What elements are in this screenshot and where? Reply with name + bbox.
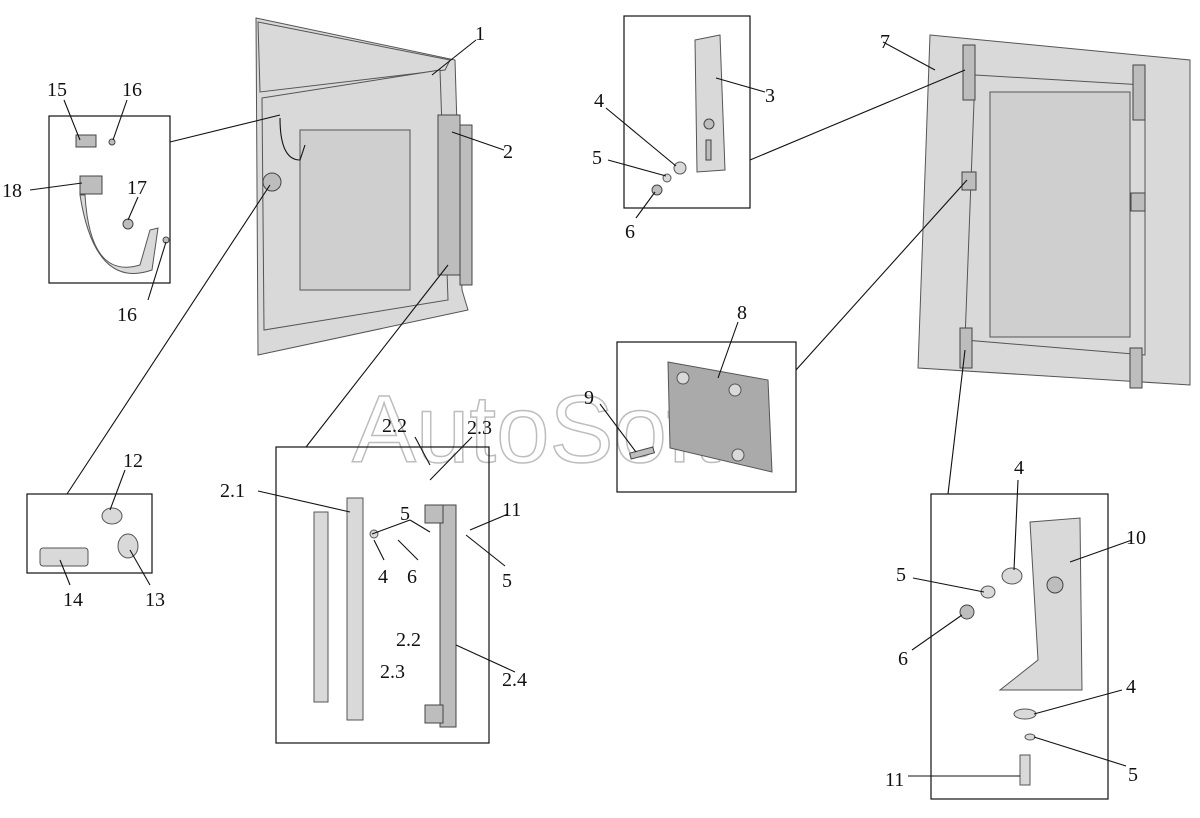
callout-strap-box-3: 18: [2, 180, 22, 202]
leader-line: [147, 241, 167, 301]
leader-line: [305, 264, 449, 448]
leader-line: [169, 114, 281, 143]
leader-line: [373, 539, 385, 561]
bracket-parts: [651, 34, 726, 196]
callout-hinge-box-5: 4: [378, 566, 388, 588]
angle-parts: [959, 517, 1083, 786]
watermark: AutoSoft: [352, 376, 720, 483]
leader-line: [455, 644, 516, 673]
leader-line: [1069, 539, 1133, 563]
hinge-parts: [313, 497, 457, 728]
callout-hinge-box-8: 2.2: [396, 629, 421, 651]
leader-line: [717, 321, 739, 379]
callout-hinge-box-1: 2.2: [382, 415, 407, 437]
lock-detail-box: [26, 493, 153, 574]
leader-line: [605, 107, 677, 167]
callout-hinge-box-3: 5: [400, 503, 410, 525]
callout-bracket-box-2: 5: [592, 147, 602, 169]
callout-hinge-box-9: 2.3: [380, 661, 405, 683]
callout-bracket-box-3: 6: [625, 221, 635, 243]
callout-door-right-0: 7: [880, 31, 890, 53]
leader-line: [912, 577, 985, 593]
leader-line: [1013, 479, 1019, 571]
leader-line: [749, 69, 966, 161]
bracket-detail-box: [623, 15, 751, 209]
callout-angle-box-5: 5: [1128, 764, 1138, 786]
callout-strap-box-2: 17: [127, 177, 147, 199]
leader-line: [63, 99, 81, 141]
leader-line: [66, 184, 271, 495]
callout-lock-box-1: 13: [145, 589, 165, 611]
leader-line: [451, 131, 505, 151]
callout-hinge-box-10: 2.4: [502, 669, 527, 691]
lock-parts: [39, 507, 139, 567]
leader-line: [59, 559, 71, 586]
leader-line: [112, 99, 128, 141]
strap-detail-box: [48, 115, 171, 284]
door-left: [255, 17, 473, 356]
plate-detail-box: [616, 341, 797, 493]
callout-angle-box-6: 11: [885, 769, 904, 791]
callout-angle-box-4: 4: [1126, 676, 1136, 698]
callout-hinge-box-0: 2.1: [220, 480, 245, 502]
callout-angle-box-0: 10: [1126, 527, 1146, 549]
strap-parts: [75, 134, 170, 274]
leader-line: [635, 191, 656, 219]
leader-line: [882, 41, 936, 71]
callout-bracket-box-1: 4: [594, 90, 604, 112]
callout-door-left-0: 1: [475, 23, 485, 45]
leader-line: [414, 436, 431, 466]
callout-hinge-box-6: 6: [407, 566, 417, 588]
leader-line: [371, 519, 411, 535]
callout-strap-box-4: 16: [117, 304, 137, 326]
leader-line: [431, 39, 477, 76]
callout-angle-box-1: 4: [1014, 457, 1024, 479]
leader-line: [257, 490, 351, 513]
callout-bracket-box-0: 3: [765, 85, 775, 107]
callout-strap-box-1: 16: [122, 79, 142, 101]
leader-lines: [29, 39, 1133, 777]
callout-plate-box-1: 9: [584, 387, 594, 409]
leader-line: [429, 436, 473, 481]
leader-line: [465, 534, 506, 567]
leader-line: [795, 179, 968, 371]
leader-line: [607, 159, 667, 177]
callout-angle-box-3: 6: [898, 648, 908, 670]
leader-line: [29, 182, 83, 191]
angle-detail-box: [930, 493, 1109, 800]
leader-line: [1033, 689, 1123, 715]
callout-plate-box-0: 8: [737, 302, 747, 324]
leader-line: [947, 349, 966, 495]
callout-door-left-1: 2: [503, 141, 513, 163]
door-right: [917, 34, 1191, 389]
leader-line: [109, 469, 126, 511]
leader-line: [911, 614, 963, 651]
leader-line: [715, 77, 766, 93]
callout-angle-box-2: 5: [896, 564, 906, 586]
leader-line: [599, 403, 637, 453]
callout-strap-box-0: 15: [47, 79, 67, 101]
leader-line: [409, 519, 431, 533]
plate-parts: [629, 361, 773, 473]
leader-line: [127, 196, 139, 221]
callout-hinge-box-2: 2.3: [467, 417, 492, 439]
leader-line: [129, 549, 151, 586]
callout-lock-box-0: 12: [123, 450, 143, 472]
leader-line: [469, 513, 509, 531]
leader-line: [1033, 736, 1127, 767]
callout-hinge-box-4: 11: [502, 499, 521, 521]
callout-hinge-box-7: 5: [502, 570, 512, 592]
hinge-detail-box: [275, 446, 490, 744]
callout-lock-box-2: 14: [63, 589, 83, 611]
leader-line: [397, 539, 419, 561]
